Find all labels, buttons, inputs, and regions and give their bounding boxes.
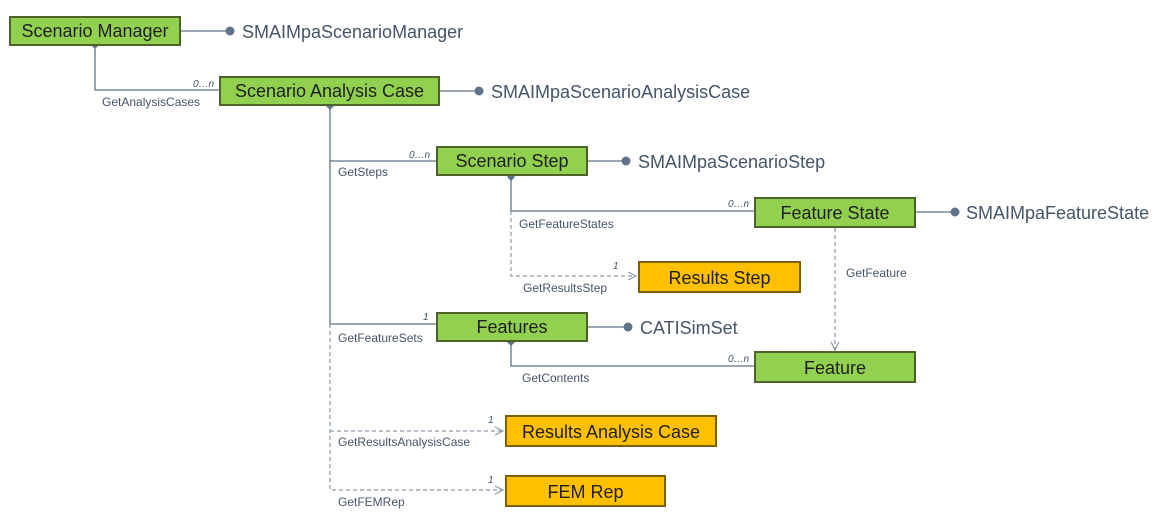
multiplicity-contents: 0…n <box>728 354 750 365</box>
node-feature-state[interactable]: Feature State <box>754 197 916 228</box>
interface-label-scenario-step: SMAIMpaScenarioStep <box>638 152 825 172</box>
node-label: Feature <box>804 358 866 378</box>
edge-analysis-case-to-fem-rep <box>329 324 503 490</box>
relation-label-get-analysis-cases: GetAnalysisCases <box>102 95 200 109</box>
node-scenario-step[interactable]: Scenario Step <box>436 146 588 176</box>
relation-label-get-feature: GetFeature <box>846 266 907 280</box>
interface-links <box>180 26 960 332</box>
multiplicity-fem-rep: 1 <box>488 475 494 486</box>
relation-label-get-feature-sets: GetFeatureSets <box>338 331 423 345</box>
iface-dot-step <box>621 156 631 166</box>
multiplicity-analysis-cases: 0…n <box>193 79 215 90</box>
edge-manager-to-analysis-case <box>94 45 220 91</box>
iface-dot-features <box>623 322 633 332</box>
relation-label-get-results-step: GetResultsStep <box>523 281 607 295</box>
node-features[interactable]: Features <box>436 312 588 342</box>
node-label: Scenario Step <box>455 151 568 171</box>
iface-dot-analysis-case <box>474 86 484 96</box>
edge-step-to-feature-state <box>510 176 755 212</box>
relation-label-get-results-analysis-case: GetResultsAnalysisCase <box>338 435 470 449</box>
node-label: Scenario Manager <box>21 21 168 41</box>
dependency-lines <box>329 211 835 490</box>
iface-dot-feature-state <box>950 207 960 217</box>
multiplicity-steps: 0…n <box>409 150 431 161</box>
node-label: Results Step <box>668 268 770 288</box>
node-label: Features <box>476 317 547 337</box>
relation-label-get-steps: GetSteps <box>338 165 388 179</box>
relation-label-get-feature-states: GetFeatureStates <box>519 217 614 231</box>
interface-label-scenario-manager: SMAIMpaScenarioManager <box>242 22 463 42</box>
interface-label-feature-state: SMAIMpaFeatureState <box>966 203 1149 223</box>
node-scenario-analysis-case[interactable]: Scenario Analysis Case <box>219 76 440 106</box>
edge-analysis-case-spine <box>329 106 437 325</box>
node-results-analysis-case[interactable]: Results Analysis Case <box>505 415 717 447</box>
multiplicity-feature-sets: 1 <box>423 312 429 323</box>
relation-label-get-contents: GetContents <box>522 371 589 385</box>
node-label: Scenario Analysis Case <box>235 81 424 101</box>
interface-label-scenario-analysis-case: SMAIMpaScenarioAnalysisCase <box>491 82 750 102</box>
node-label: FEM Rep <box>547 482 623 502</box>
node-label: Results Analysis Case <box>522 422 700 442</box>
relation-label-get-fem-rep: GetFEMRep <box>338 495 405 509</box>
edge-step-to-results-step <box>510 211 636 276</box>
interface-label-features: CATISimSet <box>640 318 738 338</box>
node-results-step[interactable]: Results Step <box>638 261 801 293</box>
multiplicity-results-step: 1 <box>613 261 619 272</box>
edge-features-to-feature <box>510 341 755 367</box>
multiplicity-feature-states: 0…n <box>728 199 750 210</box>
iface-dot-manager <box>225 26 235 36</box>
node-scenario-manager[interactable]: Scenario Manager <box>9 16 181 46</box>
node-feature[interactable]: Feature <box>754 351 916 383</box>
node-label: Feature State <box>780 203 889 223</box>
multiplicity-results-analysis-case: 1 <box>488 415 494 426</box>
node-fem-rep[interactable]: FEM Rep <box>505 475 666 507</box>
